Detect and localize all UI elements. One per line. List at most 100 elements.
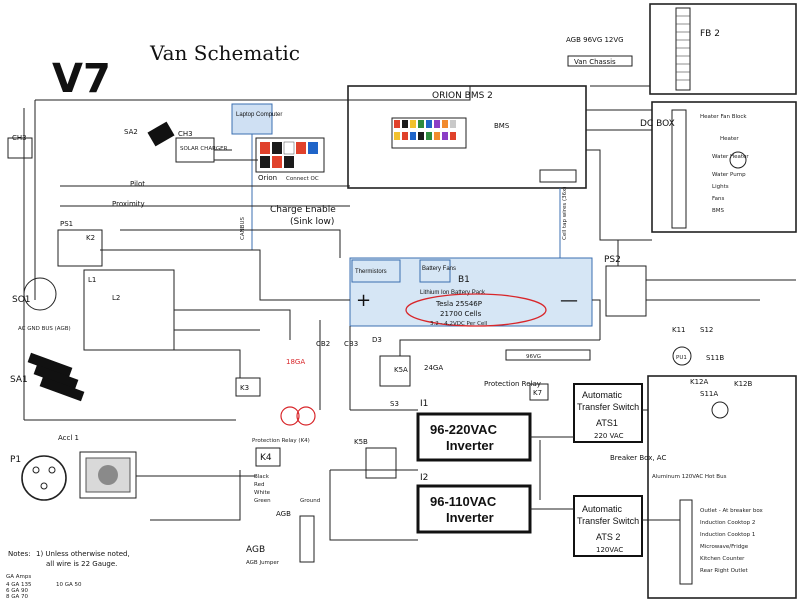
aluminum-bus-label: Aluminum 120VAC Hot Bus	[652, 474, 727, 480]
sa2-label: SA2	[124, 128, 138, 136]
k4-label: K4	[260, 453, 272, 463]
van-chassis-label: Van Chassis	[574, 58, 616, 66]
orion-connect-sub: Connect OC	[286, 176, 319, 182]
sa1-label: SA1	[10, 375, 28, 385]
notes-gauge-table: 4 GA 135 6 GA 90 8 GA 70 10 GA 50	[6, 582, 82, 600]
fb2-label: FB 2	[700, 29, 720, 39]
p1-plug	[21, 455, 67, 501]
cell-tap-label: Cell tap wires (36x)	[562, 186, 568, 240]
fb2-fuses	[676, 15, 690, 81]
ats2-out: 120VAC	[596, 546, 623, 554]
battery-fans-label: Battery Fans	[422, 266, 456, 272]
charge-enable-sub: (Sink low)	[290, 217, 334, 227]
battery-voltage: 3.2 - 4.2VDC Per Cell	[430, 321, 488, 327]
gauge-18-label: 18GA	[286, 358, 305, 366]
battery-cells-model: Tesla 25S46P	[435, 300, 482, 308]
ats2-name: Automatic	[582, 504, 623, 514]
svg-text:8 GA 70: 8 GA 70	[6, 594, 29, 600]
heater-coil-symbol	[711, 401, 729, 419]
dc-box-label: DC BOX	[640, 119, 675, 129]
cell-bank-box	[539, 169, 577, 183]
ats2-ref: ATS 2	[596, 532, 620, 542]
notes-table-head: GA Amps	[6, 574, 31, 580]
bms-connector-pins	[394, 120, 456, 140]
svg-text:Ground: Ground	[300, 498, 320, 504]
so1-label: SO1	[12, 295, 31, 305]
fuse-box-fb2	[649, 3, 797, 95]
ac-breaker-box	[647, 375, 797, 599]
laptop-computer	[231, 103, 273, 135]
protection-relay-label: Protection Relay	[484, 380, 541, 388]
version-label: V7	[52, 56, 111, 102]
solar-charger-label: SOLAR CHARGER	[180, 146, 228, 152]
96v-bus-bar	[505, 349, 591, 361]
pu1-label: PU1	[676, 355, 687, 361]
ac-breaker-strip	[679, 499, 693, 585]
bms-ref: BMS	[494, 122, 510, 130]
battery-cells-type: 21700 Cells	[440, 310, 482, 318]
svg-text:Lights: Lights	[712, 184, 729, 190]
sa1-solar-panel	[27, 352, 85, 402]
k4-relay	[255, 447, 281, 467]
charge-enable-label: Charge Enable	[270, 205, 336, 215]
battery-pack-b1	[349, 257, 593, 327]
k11-label: K11	[672, 326, 686, 334]
water-heater-symbol	[729, 151, 747, 169]
svg-text:Outlet - At breaker box: Outlet - At breaker box	[700, 508, 764, 514]
inverter-110-name: 96-110VAC	[430, 494, 497, 509]
cb3-label: CB3	[344, 340, 358, 348]
svg-text:Water Pump: Water Pump	[712, 172, 746, 178]
agb-bus-label: AGB	[246, 545, 265, 555]
orion-connect-label: Orion	[258, 174, 277, 182]
ps1-label: PS1	[60, 220, 73, 228]
wire-color-legend: Black Red White Green Ground	[254, 474, 320, 504]
acc1-label: Accl 1	[58, 434, 79, 442]
s12-label: S12	[700, 326, 713, 334]
k12a-label: K12A	[690, 378, 708, 386]
svg-text:Kitchen Counter: Kitchen Counter	[700, 556, 745, 562]
agb-mid-label: AGB	[276, 510, 291, 518]
main-wiring	[23, 85, 796, 541]
svg-text:BMS: BMS	[712, 208, 725, 214]
k5a-relay	[379, 355, 411, 387]
svg-text:Red: Red	[254, 482, 264, 488]
inverter-110vac	[416, 484, 532, 534]
inverter-220vac	[416, 412, 532, 462]
ps2-label: PS2	[604, 255, 621, 265]
ac-loads-list: Outlet - At breaker box Induction Cookto…	[700, 508, 764, 574]
fb2-fuse-strip	[675, 7, 691, 91]
l1-l2-block	[83, 269, 175, 351]
battery-plus-terminal: +	[356, 290, 371, 311]
canbus-label: CANBUS	[240, 216, 246, 240]
k5b-label: K5B	[354, 438, 368, 446]
l2-label: L2	[112, 294, 120, 302]
laptop-label: Laptop Computer	[236, 112, 282, 118]
cb2-label: CB2	[316, 340, 330, 348]
ch3-box	[7, 137, 33, 159]
k3-relay	[235, 377, 261, 397]
inverter-110-ref: I2	[420, 473, 428, 483]
thermistors-box	[351, 259, 401, 283]
ats1-out: 220 VAC	[594, 432, 624, 440]
k5b-relay	[365, 447, 397, 479]
k12b-label: K12B	[734, 380, 752, 388]
diagram-title: Van Schematic	[149, 41, 300, 65]
pilot-label: Pilot	[130, 180, 145, 188]
ats2-name2: Transfer Switch	[577, 516, 639, 526]
k7-label: K7	[533, 389, 542, 397]
gauge-24-label: 24GA	[424, 364, 443, 372]
highlight-circle-fuse	[296, 406, 316, 426]
bms-title: ORION BMS 2	[432, 91, 493, 101]
ats1-box	[573, 383, 643, 443]
svg-text:Heater: Heater	[720, 136, 739, 142]
p1-label: P1	[10, 455, 21, 465]
dc-fuse-strip	[671, 109, 687, 229]
s11a-label: S11A	[700, 390, 718, 398]
ps1-box	[57, 229, 103, 267]
ats1-ref: ATS1	[596, 418, 618, 428]
protection-relay-k4-label: Protection Relay (K4)	[252, 438, 310, 444]
orion-bms2-box	[347, 85, 587, 189]
k7-relay	[529, 383, 549, 401]
agb-top-label: AGB 96VG 12VG	[566, 36, 624, 44]
